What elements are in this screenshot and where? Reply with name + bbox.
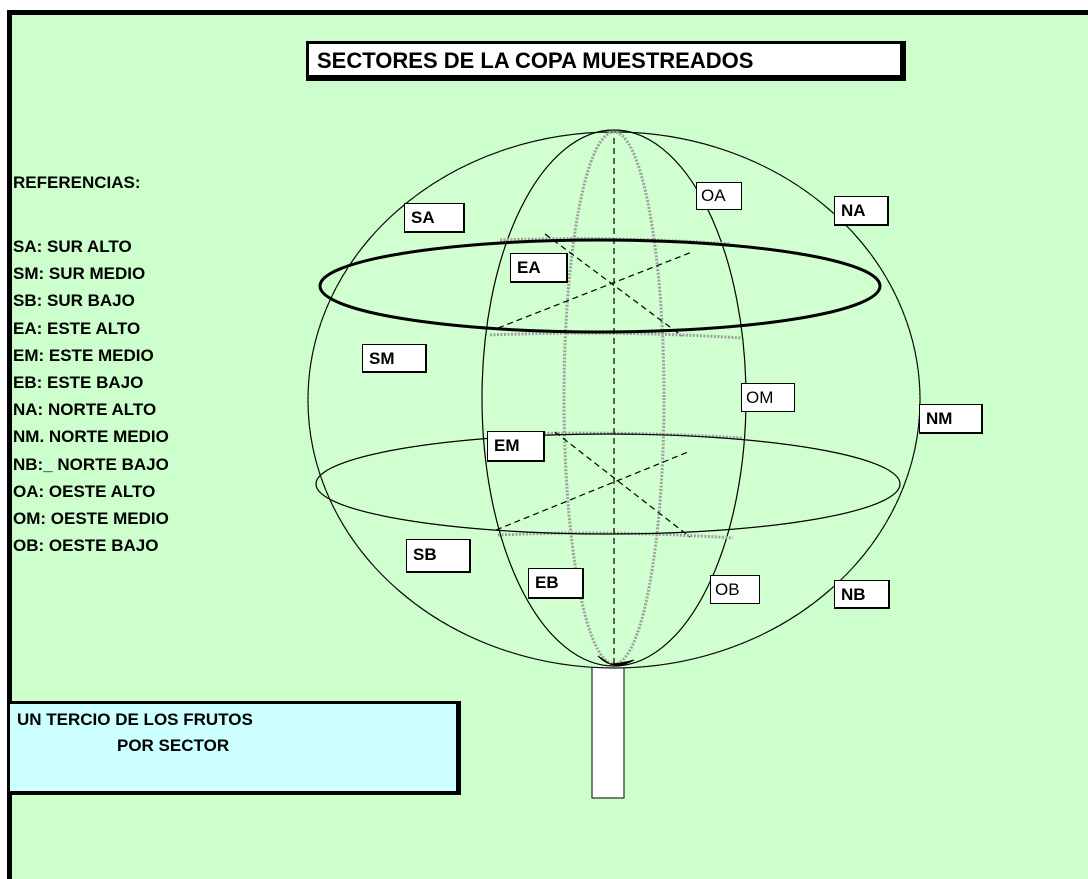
reference-item: SM: SUR MEDIO <box>13 264 146 284</box>
note-line-1: UN TERCIO DE LOS FRUTOS <box>17 710 253 729</box>
diagram-title: SECTORES DE LA COPA MUESTREADOS <box>306 41 906 81</box>
reference-item: NA: NORTE ALTO <box>13 400 157 420</box>
reference-item: OA: OESTE ALTO <box>13 481 156 501</box>
reference-item: OB: OESTE BAJO <box>13 536 159 556</box>
sector-label-nm: NM <box>919 404 983 434</box>
bottom-dotted-ring <box>497 531 734 540</box>
sector-label-sb: SB <box>406 539 471 573</box>
sector-label-sa: SA <box>404 203 465 233</box>
reference-item: OM: OESTE MEDIO <box>13 508 169 528</box>
sector-label-om: OM <box>741 383 795 412</box>
reference-item: EA: ESTE ALTO <box>13 318 141 338</box>
sector-label-ob: OB <box>710 575 760 604</box>
tree-trunk <box>591 665 625 799</box>
references-heading: REFERENCIAS: <box>13 173 141 192</box>
sector-label-ea: EA <box>510 253 568 283</box>
lower-dash-2 <box>495 451 689 531</box>
sector-label-sm: SM <box>362 344 427 373</box>
reference-item: NB:_ NORTE BAJO <box>13 454 169 474</box>
reference-item: SA: SUR ALTO <box>13 237 132 256</box>
lower-ring <box>315 433 901 535</box>
lower-dash-1 <box>554 431 691 538</box>
sector-label-na: NA <box>834 196 889 226</box>
sector-label-eb: EB <box>528 568 584 599</box>
sector-label-em: EM <box>487 431 545 462</box>
crown-base-knot <box>597 655 635 666</box>
upper-dash-2 <box>497 251 693 329</box>
note-box: UN TERCIO DE LOS FRUTOS POR SECTOR <box>10 701 461 795</box>
sector-label-nb: NB <box>834 580 890 609</box>
upper-ring <box>318 238 882 334</box>
reference-item: SB: SUR BAJO <box>13 291 135 311</box>
reference-item: NM. NORTE MEDIO <box>13 427 169 447</box>
note-line-2: POR SECTOR <box>117 736 230 755</box>
upper-dash-1 <box>544 233 683 337</box>
references-legend: REFERENCIAS: SA: SUR ALTO SM: SUR MEDIO … <box>13 173 273 559</box>
reference-item: EM: ESTE MEDIO <box>13 345 154 365</box>
sector-label-oa: OA <box>696 182 742 210</box>
reference-item: EB: ESTE BAJO <box>13 372 144 392</box>
